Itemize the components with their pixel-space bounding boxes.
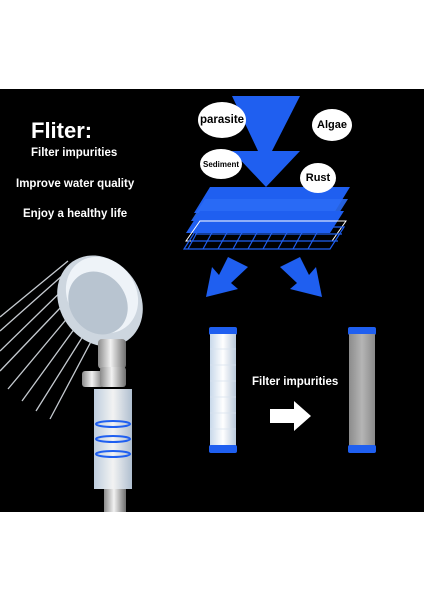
product-illustration [0, 96, 376, 512]
new-filter-cartridge [209, 327, 237, 453]
contaminant-parasite: parasite [198, 102, 246, 138]
filter-caption: Filter impurities [252, 376, 339, 388]
split-arrows-icon [206, 257, 322, 297]
right-arrow-icon [270, 401, 311, 431]
page-title: Fliter: [31, 118, 93, 143]
used-filter-cartridge [348, 327, 376, 453]
shower-head-illustration [0, 255, 143, 512]
filter-mesh-layers-icon [182, 187, 350, 250]
contaminant-sediment: Sediment [200, 149, 242, 179]
funnel-arrow-icon [232, 96, 300, 187]
benefit-filter-impurities: Filter impurities [31, 147, 118, 159]
benefit-healthy-life: Enjoy a healthy life [23, 208, 128, 220]
contaminant-algae: Algae [312, 109, 352, 141]
benefit-water-quality: Improve water quality [16, 178, 135, 190]
product-image-panel: Fliter: Filter impurities Improve water … [0, 89, 424, 512]
contaminant-rust: Rust [300, 163, 336, 193]
